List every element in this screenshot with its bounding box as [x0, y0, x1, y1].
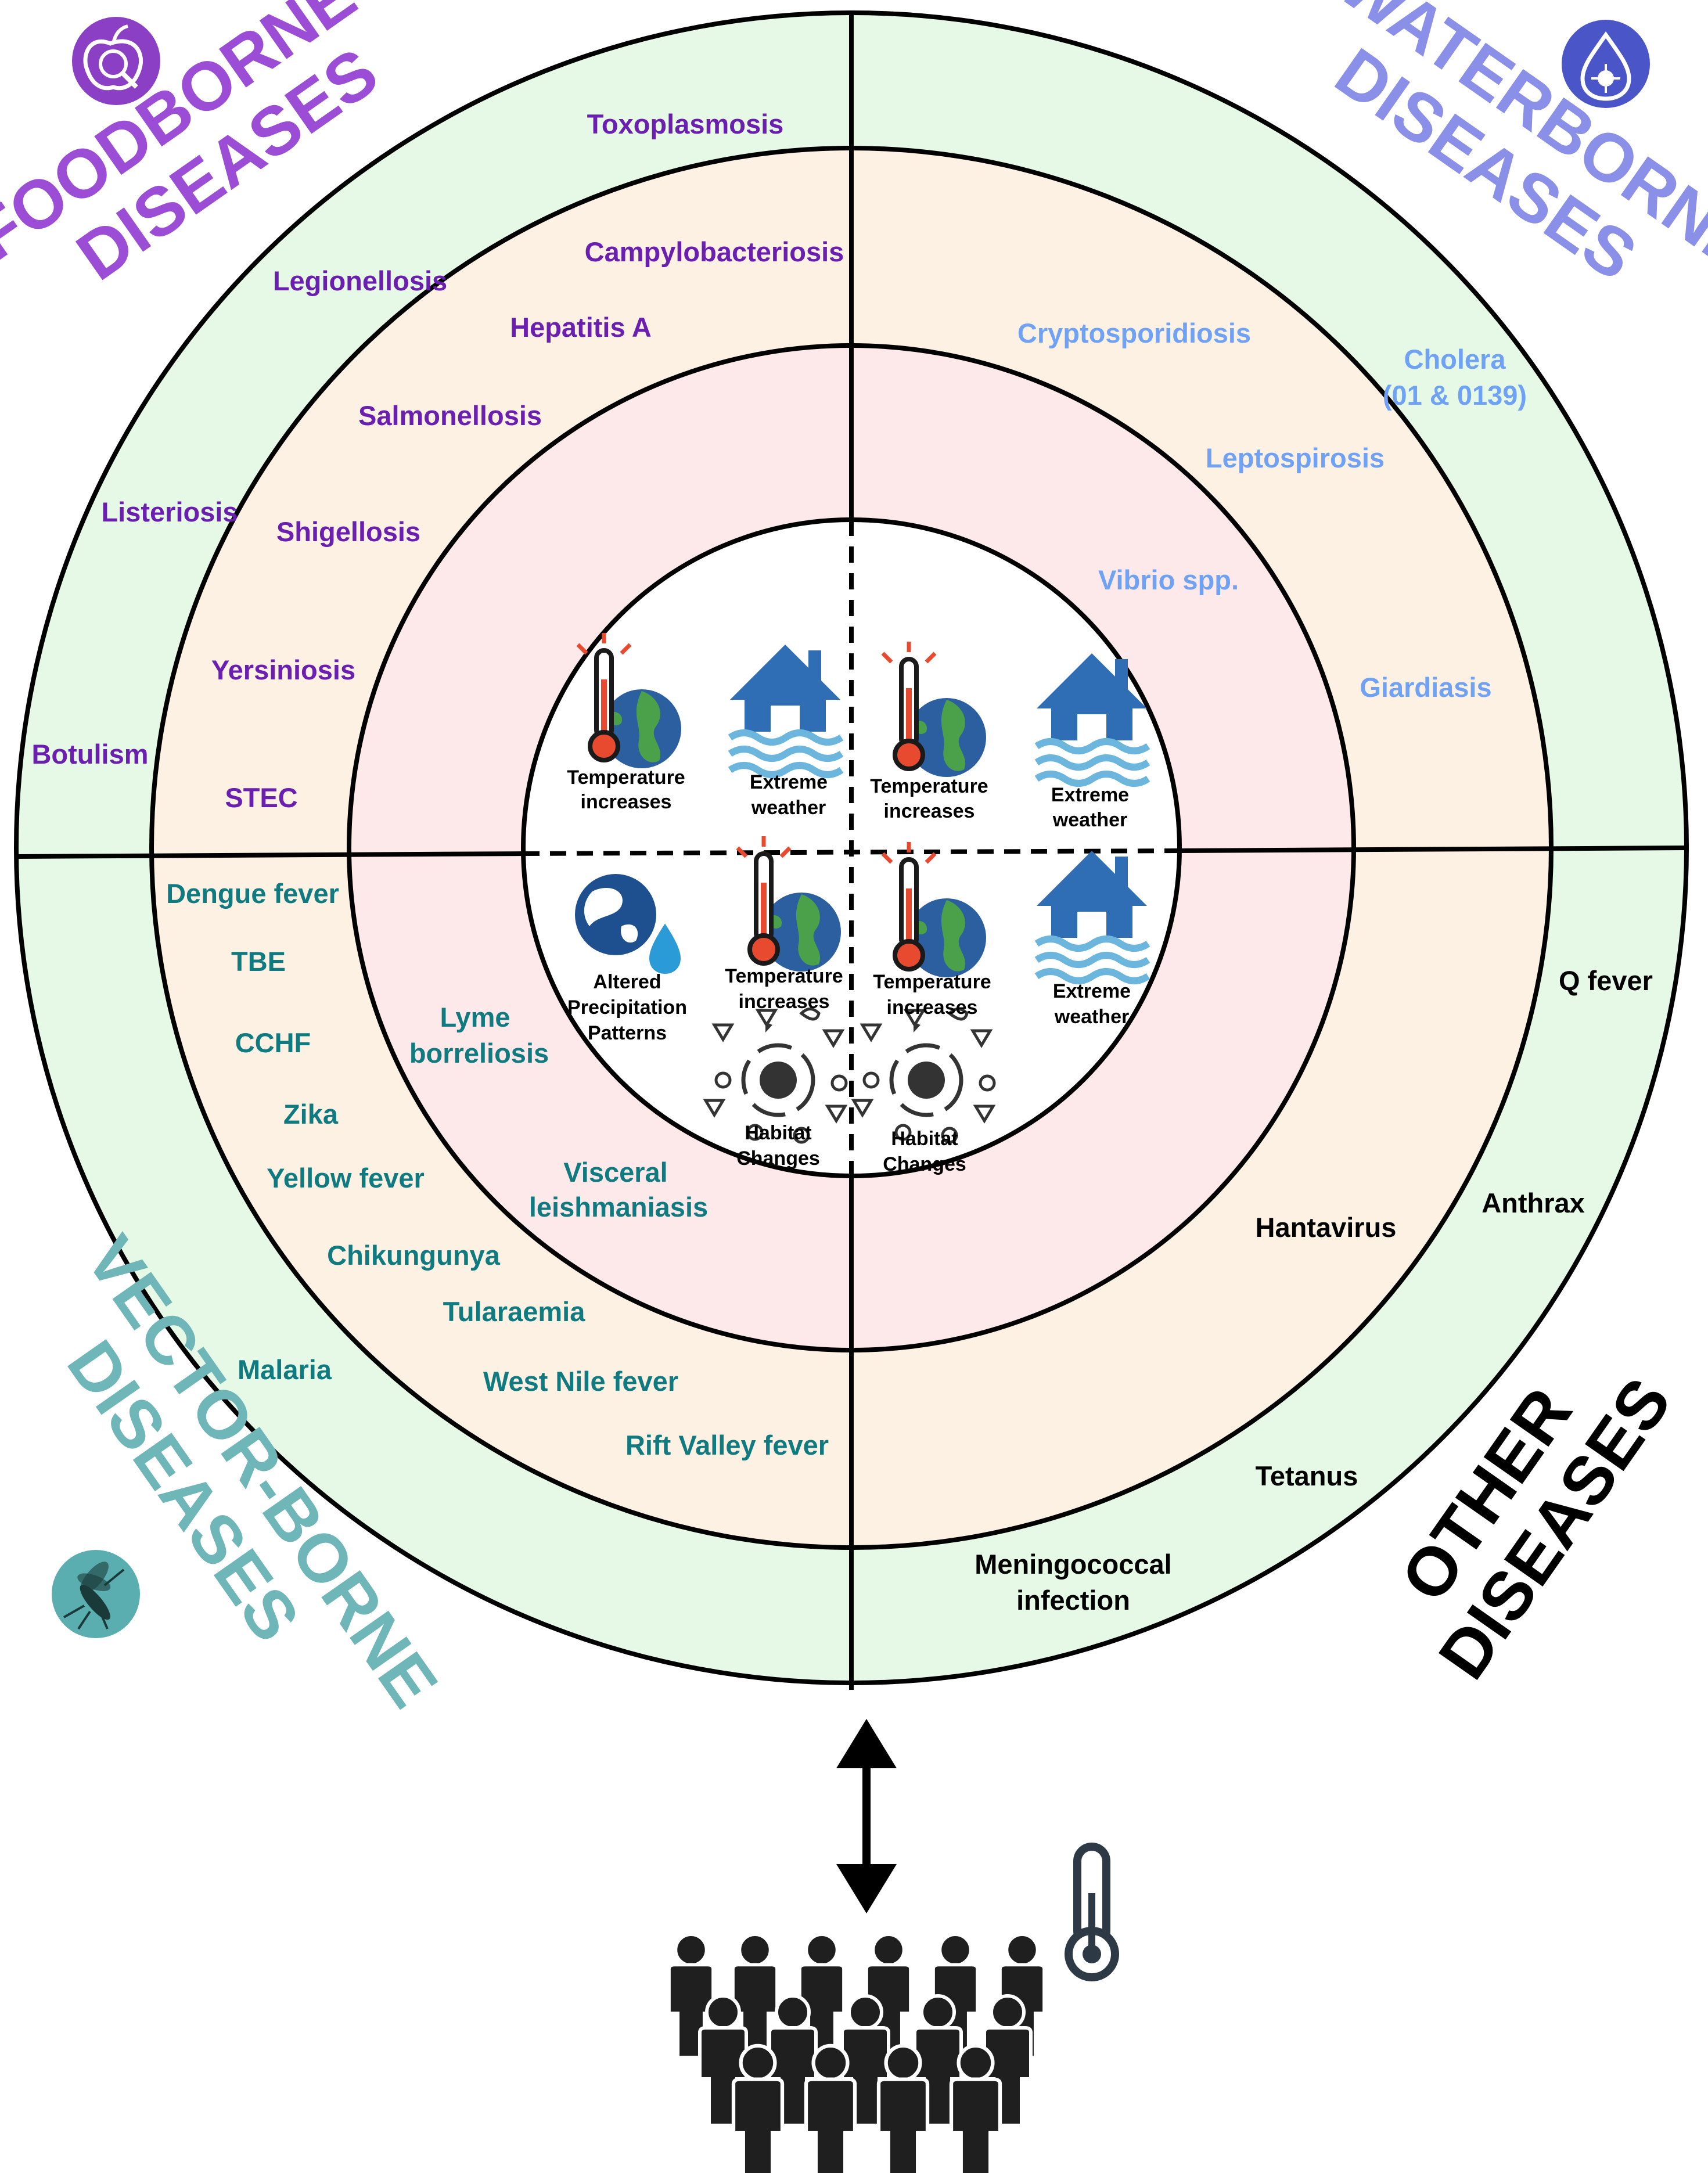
disease-cchf: CCHF — [235, 1027, 311, 1058]
precipitation-label: Patterns — [588, 1022, 667, 1044]
disease-tetanus: Tetanus — [1256, 1460, 1358, 1491]
divider-left — [16, 851, 524, 859]
temperature-label: increases — [581, 791, 672, 813]
disease-stec: STEC — [225, 782, 297, 813]
waterborne-disease-labels: Cryptosporidiosis Cholera (01 & 0139) Le… — [1017, 318, 1527, 703]
mosquito-icon — [52, 1550, 140, 1638]
extreme-weather-label: Extreme — [1053, 980, 1131, 1002]
disease-visceral: Visceral — [563, 1157, 667, 1188]
disease-tularaemia: Tularaemia — [443, 1296, 586, 1327]
precipitation-label: Precipitation — [567, 996, 687, 1019]
water-drop-microbe-icon — [1562, 20, 1650, 108]
disease-cholera: Cholera — [1404, 344, 1506, 375]
disease-cholera-serogroups: (01 & 0139) — [1383, 380, 1527, 411]
other-disease-labels: Q fever Anthrax Hantavirus Tetanus Menin… — [975, 965, 1653, 1616]
disease-lyme: Lyme — [440, 1002, 510, 1032]
disease-anthrax: Anthrax — [1482, 1188, 1585, 1218]
disease-borreliosis: borreliosis — [409, 1038, 549, 1068]
disease-yersiniosis: Yersiniosis — [211, 654, 355, 685]
foodborne-disease-labels: Toxoplasmosis Campylobacteriosis Legione… — [31, 109, 844, 813]
disease-tbe: TBE — [231, 946, 286, 977]
extreme-weather-label: weather — [1054, 1006, 1130, 1028]
disease-rift-valley: Rift Valley fever — [625, 1430, 829, 1460]
precipitation-label: Altered — [593, 971, 661, 993]
disease-leptospirosis: Leptospirosis — [1206, 442, 1385, 473]
temperature-label: Temperature — [873, 971, 991, 993]
extreme-weather-label: Extreme — [750, 771, 828, 793]
disease-hepatitis-a: Hepatitis A — [510, 312, 652, 343]
disease-west-nile: West Nile fever — [483, 1366, 678, 1397]
extreme-weather-label: weather — [751, 797, 826, 819]
disease-cryptosporidiosis: Cryptosporidiosis — [1017, 318, 1251, 348]
disease-vibrio: Vibrio spp. — [1098, 564, 1239, 595]
thermometer-icon — [1065, 1843, 1119, 1981]
disease-leishmaniasis: leishmaniasis — [529, 1192, 708, 1222]
extreme-weather-label: weather — [1052, 809, 1128, 831]
double-arrow-icon — [836, 1719, 897, 1913]
disease-salmonellosis: Salmonellosis — [358, 400, 542, 431]
vectorborne-disease-labels: Dengue fever TBE CCHF Zika Yellow fever … — [166, 878, 829, 1460]
disease-listeriosis: Listeriosis — [101, 497, 238, 527]
temperature-label: increases — [739, 991, 830, 1013]
disease-giardiasis: Giardiasis — [1360, 672, 1491, 703]
disease-meningococcal: Meningococcal — [975, 1549, 1172, 1580]
disease-chikungunya: Chikungunya — [327, 1240, 501, 1271]
globe-raindrop-icon — [575, 874, 685, 978]
disease-zika: Zika — [283, 1099, 339, 1129]
habitat-label: Habitat — [745, 1122, 811, 1144]
temperature-label: Temperature — [567, 767, 685, 789]
disease-toxoplasmosis: Toxoplasmosis — [587, 109, 784, 139]
disease-botulism: Botulism — [31, 739, 148, 769]
apple-magnifier-icon — [72, 17, 160, 105]
disease-yellow-fever: Yellow fever — [267, 1163, 425, 1193]
divider-right — [1179, 846, 1687, 853]
driver-labels: Temperature increases Extreme weather Te… — [567, 767, 1131, 1175]
disease-shigellosis: Shigellosis — [276, 516, 420, 547]
disease-dengue: Dengue fever — [166, 878, 339, 909]
people-crowd-icon — [669, 1934, 1044, 2173]
disease-meningococcal-infection: infection — [1016, 1585, 1130, 1616]
temperature-label: increases — [884, 800, 975, 822]
temperature-label: Temperature — [870, 775, 988, 797]
habitat-label: Changes — [883, 1153, 966, 1175]
disease-campylobacteriosis: Campylobacteriosis — [585, 236, 844, 267]
disease-q-fever: Q fever — [1559, 965, 1653, 996]
extreme-weather-label: Extreme — [1051, 784, 1129, 806]
disease-malaria: Malaria — [238, 1354, 332, 1385]
habitat-label: Changes — [736, 1147, 820, 1170]
disease-legionellosis: Legionellosis — [273, 265, 447, 296]
temperature-label: Temperature — [725, 965, 843, 987]
temperature-label: increases — [887, 996, 978, 1019]
center-divider-horizontal — [523, 848, 1180, 856]
disease-hantavirus: Hantavirus — [1256, 1212, 1397, 1243]
habitat-label: Habitat — [891, 1128, 958, 1150]
